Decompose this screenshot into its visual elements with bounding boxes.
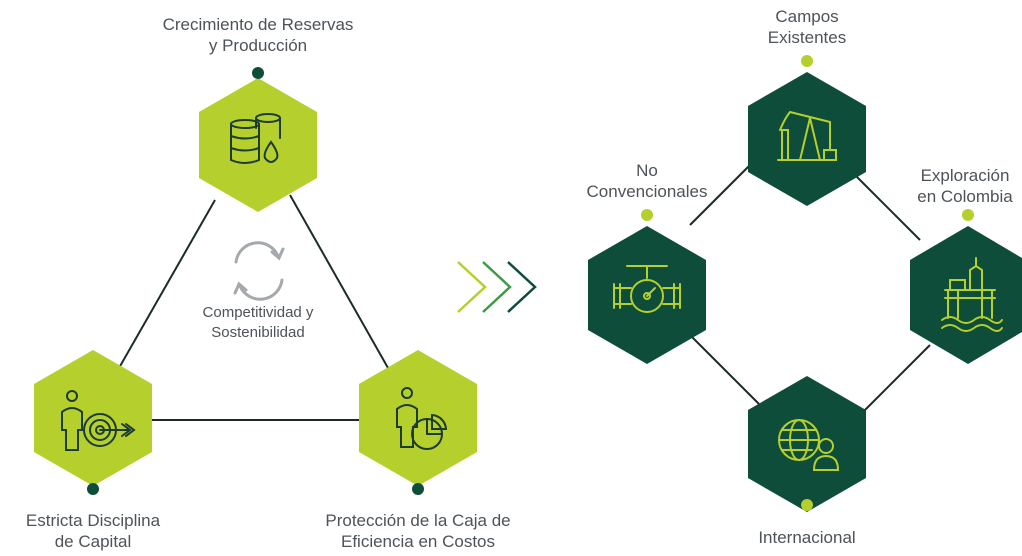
label-line: en Colombia — [917, 187, 1013, 206]
label-line: Eficiencia en Costos — [340, 532, 496, 551]
label-exploracion-colombia: Exploración en Colombia — [908, 165, 1022, 207]
label-campos-existentes: Campos Existentes — [747, 6, 867, 48]
hexagon-campos — [748, 55, 866, 206]
label-reservas-produccion: Crecimiento de Reservas y Producción — [158, 14, 358, 56]
triple-chevron-icon — [457, 261, 537, 313]
label-competitividad: Competitividad y Sostenibilidad — [178, 303, 338, 343]
pumpjack-icon — [777, 110, 837, 161]
hexagon-reservas — [199, 67, 317, 212]
label-line: Existentes — [767, 28, 847, 47]
hexagon-no-convencionales — [588, 209, 706, 364]
hexagon-internacional — [748, 376, 866, 512]
offshore-platform-icon — [941, 257, 1003, 332]
right-diamond-lines — [689, 159, 931, 411]
label-line: Sostenibilidad — [211, 324, 305, 341]
label-line: Competitividad y — [202, 304, 314, 321]
label-line: de Capital — [54, 532, 132, 551]
hexagon-exploracion — [910, 209, 1022, 364]
label-no-convencionales: No Convencionales — [582, 160, 712, 202]
label-internacional: Internacional — [747, 527, 867, 548]
label-proteccion-caja: Protección de la Caja de Eficiencia en C… — [318, 510, 518, 552]
label-disciplina-capital: Estricta Disciplina de Capital — [0, 510, 186, 552]
label-line: No — [636, 161, 658, 180]
label-line: Convencionales — [586, 182, 708, 201]
person-pie-chart-icon — [396, 387, 448, 450]
label-line: Crecimiento de Reservas — [162, 15, 354, 34]
label-line: Internacional — [758, 528, 856, 547]
globe-person-icon — [778, 419, 840, 471]
pipeline-valve-icon — [613, 265, 681, 313]
label-line: Campos — [775, 7, 839, 26]
label-line: Protección de la Caja de — [325, 511, 511, 530]
oil-barrels-drop-icon — [230, 113, 281, 164]
left-triangle-lines — [114, 194, 393, 421]
recycle-arrows-icon — [233, 241, 285, 301]
label-line: y Producción — [208, 36, 308, 55]
label-line: Exploración — [920, 166, 1010, 185]
hexagon-disciplina — [34, 350, 152, 495]
hexagon-proteccion — [359, 350, 477, 495]
label-line: Estricta Disciplina — [25, 511, 161, 530]
person-target-icon — [61, 390, 136, 451]
